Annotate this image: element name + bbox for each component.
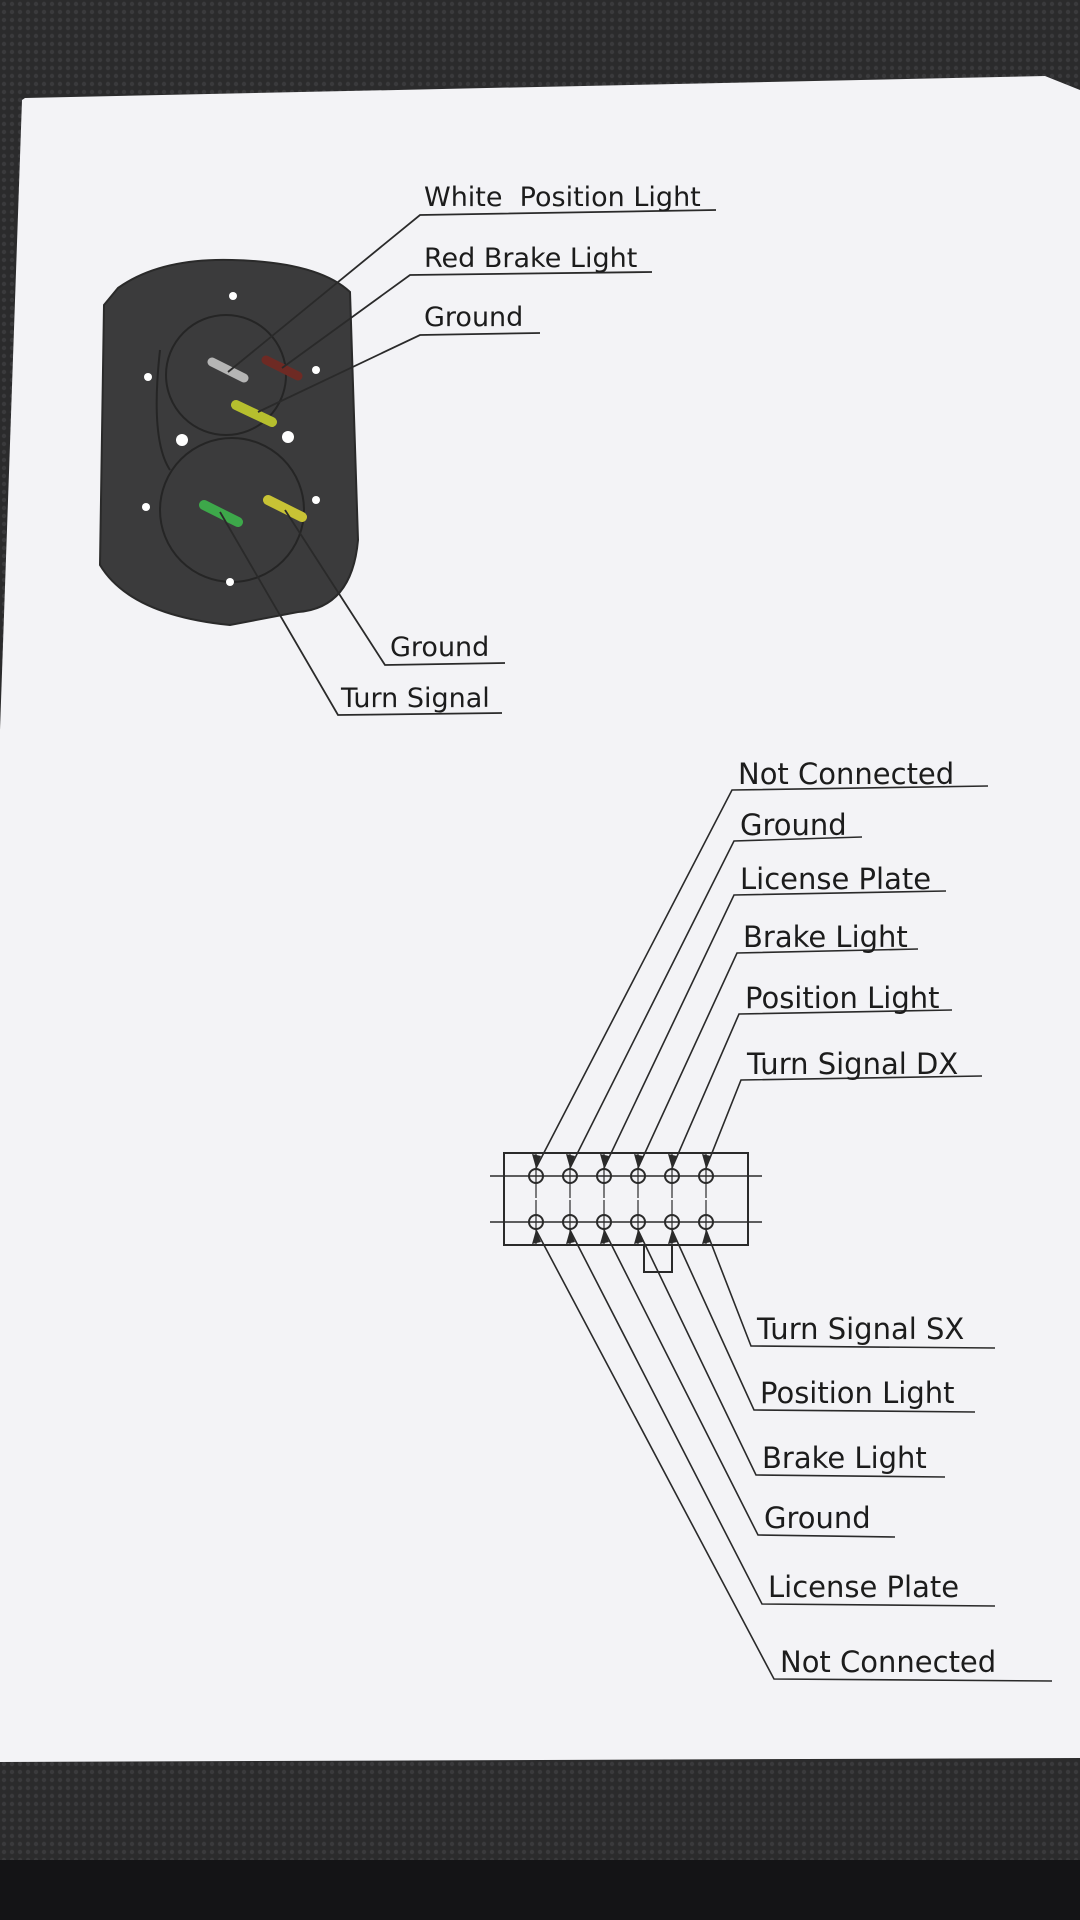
leader-ground-bottom xyxy=(284,509,506,666)
mount-hole xyxy=(176,434,188,446)
bottom-row-label: License Plate xyxy=(768,1570,959,1604)
leader-arrow xyxy=(600,1230,609,1244)
round-connector-drawing: White Position Light Red Brake Light Gro… xyxy=(98,182,717,716)
leader-arrow xyxy=(532,1154,541,1168)
leader-arrow xyxy=(702,1230,711,1244)
socket-outline xyxy=(155,349,171,471)
top-row-label: Turn Signal DX xyxy=(746,1047,958,1081)
leader-line xyxy=(603,1229,896,1538)
leader-line xyxy=(603,890,947,1169)
leader-line xyxy=(637,1229,946,1478)
label-ground-bottom: Ground xyxy=(390,632,489,663)
mount-hole xyxy=(142,503,150,511)
leader-arrow xyxy=(600,1154,609,1168)
pin-yellow-green xyxy=(231,400,277,427)
top-row-label: Not Connected xyxy=(738,757,954,791)
mount-hole xyxy=(312,366,320,374)
bottom-row-label: Ground xyxy=(764,1501,871,1535)
leader-arrow xyxy=(566,1154,575,1168)
leader-line xyxy=(569,1229,996,1607)
leader-line xyxy=(569,836,863,1169)
mount-hole xyxy=(282,431,294,443)
bottom-row-label: Position Light xyxy=(760,1376,955,1410)
connector-leaders xyxy=(532,785,1053,1682)
mount-hole xyxy=(226,578,234,586)
top-row-label: Ground xyxy=(740,808,847,842)
mount-hole xyxy=(229,292,237,300)
leader-line xyxy=(705,1075,983,1169)
leader-red-brake-light xyxy=(281,271,653,369)
bottom-shadow xyxy=(0,1860,1080,1920)
top-row-label: Brake Light xyxy=(743,920,908,954)
leader-ground-top xyxy=(257,332,541,413)
bottom-row-label: Turn Signal SX xyxy=(756,1312,964,1346)
bottom-row-label: Brake Light xyxy=(762,1441,927,1475)
leader-turn-signal xyxy=(219,511,503,716)
leader-line xyxy=(705,1229,996,1349)
leader-arrow xyxy=(668,1154,677,1168)
bottom-row-label: Not Connected xyxy=(780,1645,996,1679)
leader-white-position-light xyxy=(227,209,717,373)
top-row-label: License Plate xyxy=(740,862,931,896)
label-turn-signal: Turn Signal xyxy=(340,683,490,714)
label-red-brake-light: Red Brake Light xyxy=(424,243,637,274)
connector-housing xyxy=(503,1152,749,1246)
mount-hole xyxy=(144,373,152,381)
pin-white xyxy=(207,357,249,383)
leader-line xyxy=(671,1229,976,1413)
top-row-label: Position Light xyxy=(745,981,940,1015)
mount-hole xyxy=(312,496,320,504)
leader-line xyxy=(535,785,989,1169)
leader-line xyxy=(637,948,919,1169)
leader-line xyxy=(535,1229,1053,1682)
leader-arrow xyxy=(668,1230,677,1244)
leader-arrow xyxy=(532,1230,541,1244)
leader-arrow xyxy=(634,1154,643,1168)
leader-arrow xyxy=(634,1230,643,1244)
label-ground-top: Ground xyxy=(424,302,523,333)
leader-line xyxy=(671,1009,953,1169)
label-white-position-light: White Position Light xyxy=(424,182,701,213)
pin-yellow xyxy=(263,495,307,522)
leader-arrow xyxy=(566,1230,575,1244)
leader-arrow xyxy=(702,1154,711,1168)
